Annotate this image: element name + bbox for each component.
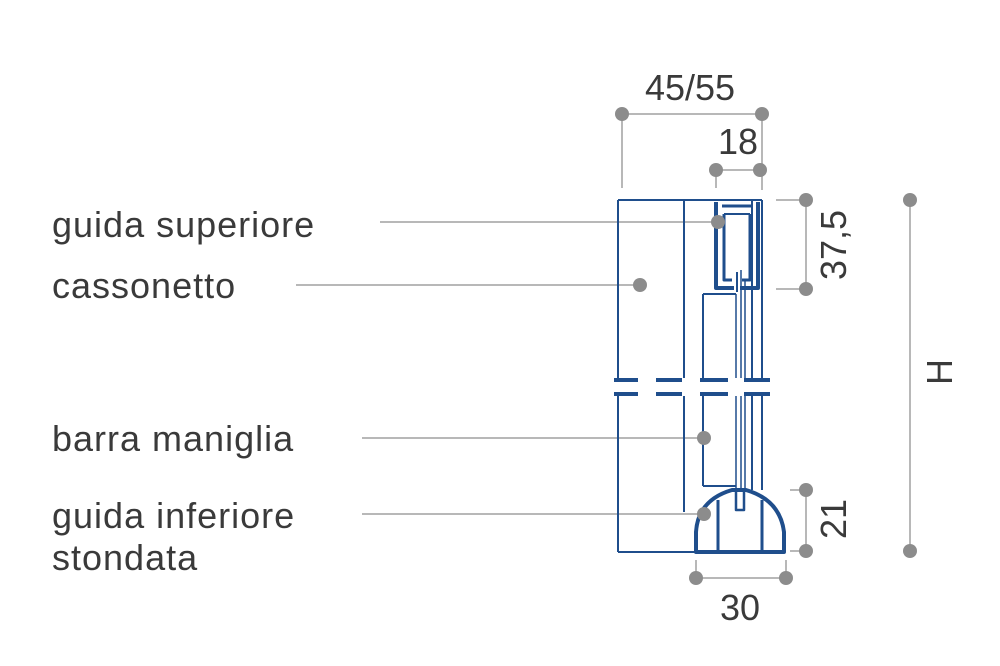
- marker-dot: [615, 107, 629, 121]
- marker-dot: [903, 544, 917, 558]
- marker-dot: [753, 163, 767, 177]
- marker-dot: [709, 163, 723, 177]
- label-handle-bar: barra maniglia: [52, 418, 294, 459]
- dim-bottom-height: 21: [813, 499, 854, 539]
- break-marks: [614, 378, 770, 396]
- markers: [615, 107, 917, 585]
- marker-dot: [799, 483, 813, 497]
- marker-dot: [799, 193, 813, 207]
- marker-dot: [903, 193, 917, 207]
- label-box: cassonetto: [52, 265, 236, 306]
- marker-dot: [799, 544, 813, 558]
- marker-dot: [779, 571, 793, 585]
- dim-top-rail-width: 18: [718, 121, 758, 162]
- marker-dot: [697, 507, 711, 521]
- marker-dot: [633, 278, 647, 292]
- profile-outline: [617, 199, 763, 553]
- marker-dot: [711, 215, 725, 229]
- dim-top-height: 37,5: [813, 210, 854, 280]
- leader-lines: [296, 221, 718, 515]
- top-rail-profile: [714, 202, 760, 292]
- label-bottom-rail-line2: stondata: [52, 537, 198, 578]
- marker-dot: [697, 431, 711, 445]
- label-bottom-rail-line1: guida inferiore: [52, 495, 295, 536]
- marker-dot: [755, 107, 769, 121]
- dim-bottom-width: 30: [720, 587, 760, 628]
- dimension-lines: [621, 113, 911, 579]
- marker-dot: [689, 571, 703, 585]
- bottom-rail-profile: [694, 488, 786, 554]
- label-top-rail: guida superiore: [52, 204, 315, 245]
- dim-overall-width: 45/55: [645, 67, 735, 108]
- marker-dot: [799, 282, 813, 296]
- dim-total-height: H: [919, 359, 960, 385]
